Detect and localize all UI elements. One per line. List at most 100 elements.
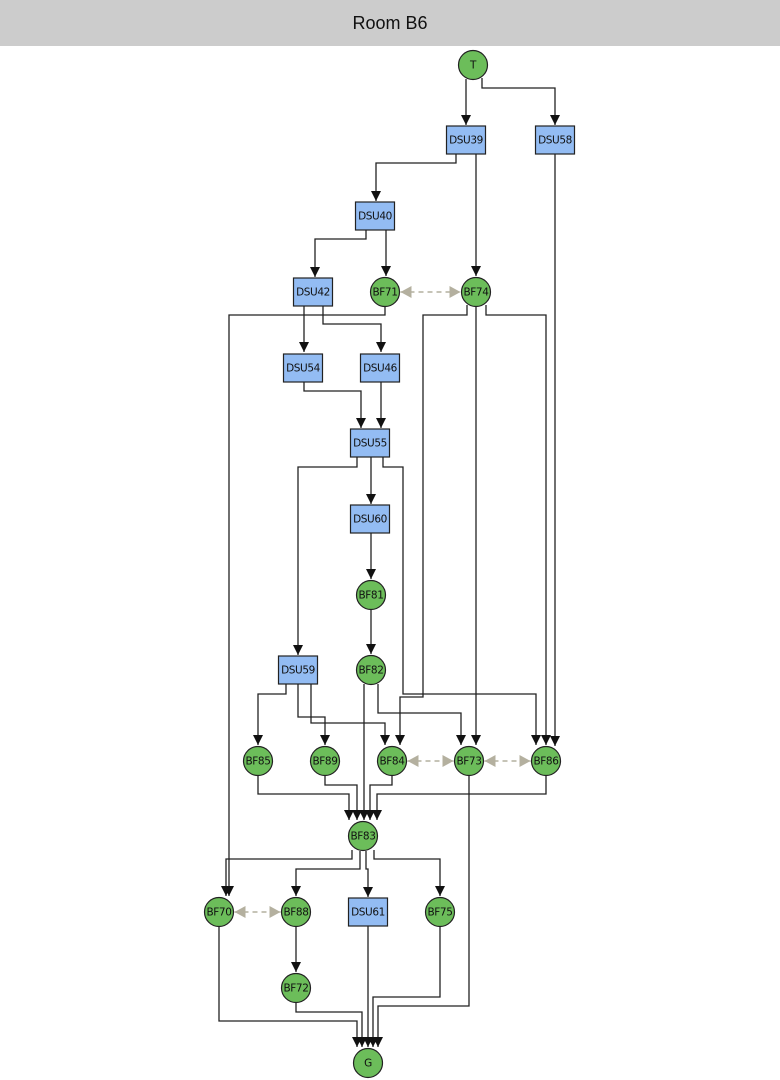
node-label: DSU59 xyxy=(281,665,315,677)
node-dsu55[interactable]: DSU55 xyxy=(349,428,391,458)
edge-t-to-dsu58 xyxy=(481,78,560,125)
rect-node-shape xyxy=(282,353,324,383)
circle-node-shape xyxy=(453,745,485,777)
node-dsu60[interactable]: DSU60 xyxy=(349,504,391,534)
rect-node-shape xyxy=(277,655,319,685)
rect-node-shape xyxy=(534,125,576,155)
node-label: BF81 xyxy=(358,590,383,602)
node-label: BF85 xyxy=(245,756,270,768)
edge-dsu42-to-dsu46 xyxy=(322,306,386,352)
edge-dsu55-to-dsu59 xyxy=(293,457,358,655)
rect-node-shape xyxy=(354,201,396,231)
node-bf82[interactable]: BF82 xyxy=(355,654,387,686)
rect-node-shape xyxy=(445,125,487,155)
node-label: G xyxy=(364,1058,372,1070)
node-dsu42[interactable]: DSU42 xyxy=(292,277,334,307)
node-label: BF88 xyxy=(283,907,308,919)
circle-node-shape xyxy=(355,579,387,611)
node-bf71[interactable]: BF71 xyxy=(369,276,401,308)
node-label: BF73 xyxy=(456,756,481,768)
rect-node-shape xyxy=(347,897,389,927)
rect-node-shape xyxy=(349,428,391,458)
diagram-title: Room B6 xyxy=(352,12,428,33)
node-label: DSU39 xyxy=(449,135,483,147)
node-dsu39[interactable]: DSU39 xyxy=(445,125,487,155)
edge-bf70-to-g xyxy=(218,927,362,1047)
node-label: DSU40 xyxy=(358,211,392,223)
circle-node-shape xyxy=(355,654,387,686)
node-bf84[interactable]: BF84 xyxy=(376,745,408,777)
node-label: BF74 xyxy=(463,287,489,299)
edge-bf86-to-bf83 xyxy=(372,776,547,820)
node-label: BF89 xyxy=(312,756,337,768)
node-bf85[interactable]: BF85 xyxy=(242,745,274,777)
node-label: BF83 xyxy=(350,831,375,843)
node-dsu61[interactable]: DSU61 xyxy=(347,897,389,927)
node-bf72[interactable]: BF72 xyxy=(280,972,312,1004)
node-dsu54[interactable]: DSU54 xyxy=(282,353,324,383)
circle-node-shape xyxy=(347,820,379,852)
node-bf86[interactable]: BF86 xyxy=(530,745,562,777)
node-bf83[interactable]: BF83 xyxy=(347,820,379,852)
node-bf89[interactable]: BF89 xyxy=(309,745,341,777)
edge-bf83-to-dsu61 xyxy=(363,851,373,897)
node-bf70[interactable]: BF70 xyxy=(203,896,235,928)
circle-node-shape xyxy=(280,972,312,1004)
node-bf88[interactable]: BF88 xyxy=(280,896,312,928)
rect-node-shape xyxy=(349,504,391,534)
circle-node-shape xyxy=(457,49,489,81)
edge-dsu40-to-dsu42 xyxy=(310,230,367,277)
node-t[interactable]: T xyxy=(457,49,489,81)
circle-node-shape xyxy=(242,745,274,777)
dashed-edges-layer xyxy=(234,286,531,918)
edge-bf71-to-bf70 xyxy=(224,306,386,896)
circle-node-shape xyxy=(352,1047,384,1079)
node-g[interactable]: G xyxy=(352,1047,384,1079)
node-dsu58[interactable]: DSU58 xyxy=(534,125,576,155)
node-label: DSU55 xyxy=(353,438,387,450)
node-label: DSU61 xyxy=(351,907,385,919)
edge-dsu54-to-dsu55 xyxy=(303,382,366,428)
title-bar: Room B6 xyxy=(0,0,780,46)
edge-bf84-to-bf83 xyxy=(365,776,393,820)
node-label: BF71 xyxy=(372,287,397,299)
circle-node-shape xyxy=(460,276,492,308)
node-label: DSU46 xyxy=(363,363,398,375)
node-label: BF75 xyxy=(427,907,452,919)
edge-bf74-to-bf84 xyxy=(395,305,468,745)
edge-bf83-to-bf88 xyxy=(291,851,361,896)
circle-node-shape xyxy=(203,896,235,928)
rect-node-shape xyxy=(359,353,401,383)
edge-bf72-to-g xyxy=(295,1003,367,1047)
node-label: BF70 xyxy=(206,907,231,919)
circle-node-shape xyxy=(424,896,456,928)
edge-dsu39-to-dsu40 xyxy=(371,154,457,201)
edge-bf83-to-bf70 xyxy=(221,850,353,896)
node-dsu40[interactable]: DSU40 xyxy=(354,201,396,231)
edge-dsu59-to-bf85 xyxy=(253,684,287,745)
circle-node-shape xyxy=(530,745,562,777)
node-label: BF86 xyxy=(533,756,559,768)
edge-bf85-to-bf83 xyxy=(257,776,354,820)
circle-node-shape xyxy=(376,745,408,777)
node-label: DSU60 xyxy=(353,514,387,526)
node-bf73[interactable]: BF73 xyxy=(453,745,485,777)
rect-node-shape xyxy=(292,277,334,307)
node-bf75[interactable]: BF75 xyxy=(424,896,456,928)
node-dsu59[interactable]: DSU59 xyxy=(277,655,319,685)
circle-node-shape xyxy=(369,276,401,308)
node-label: DSU54 xyxy=(286,363,321,375)
circle-node-shape xyxy=(280,896,312,928)
edge-bf83-to-bf75 xyxy=(373,850,445,896)
edge-bf74-to-bf86 xyxy=(485,305,551,745)
node-label: BF84 xyxy=(379,756,405,768)
node-bf81[interactable]: BF81 xyxy=(355,579,387,611)
edges-layer xyxy=(218,78,560,1047)
edge-bf75-to-g xyxy=(368,927,441,1047)
node-dsu46[interactable]: DSU46 xyxy=(359,353,401,383)
node-label: T xyxy=(469,60,477,72)
circle-node-shape xyxy=(309,745,341,777)
edge-bf73-to-g xyxy=(373,776,470,1047)
node-bf74[interactable]: BF74 xyxy=(460,276,492,308)
